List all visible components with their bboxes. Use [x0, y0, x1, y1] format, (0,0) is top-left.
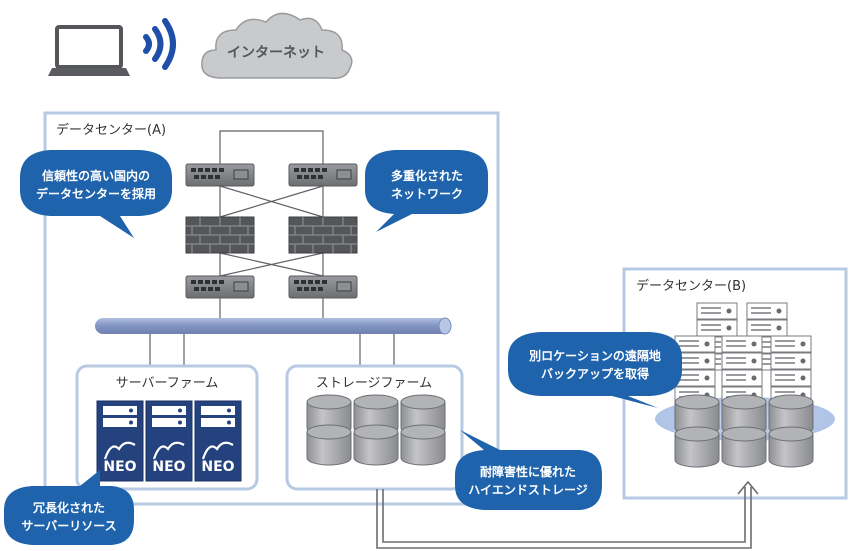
storage-disk-group [306, 394, 446, 466]
server-icon: NEO [193, 399, 243, 483]
disk-icon [306, 424, 352, 466]
disk-icon [768, 394, 814, 436]
rack-server-icon [696, 319, 738, 337]
datacenter-a-title: データセンター(A) [56, 122, 166, 138]
backup-link [376, 480, 759, 549]
backup-server-group [674, 302, 812, 404]
datacenter-a-frame [43, 111, 500, 506]
switch-icon-bottom-right [288, 275, 358, 299]
disk-icon [768, 426, 814, 468]
network-links [149, 130, 395, 366]
callout-text: 別ロケーションの遠隔地 [528, 348, 661, 363]
firewall-icon-right [288, 216, 358, 254]
callout-text: データセンターを採用 [36, 186, 156, 201]
disk-icon [674, 426, 720, 468]
rack-server-icon [721, 352, 763, 370]
disk-icon [721, 394, 767, 436]
network-bus [95, 317, 452, 335]
wifi-icon [143, 18, 176, 70]
switch-icon-bottom-left [185, 275, 255, 299]
server-farm-title: サーバーファーム [116, 376, 219, 391]
disk-icon [721, 426, 767, 468]
laptop-icon [48, 25, 130, 76]
callout-high-end-storage: 耐障害性に優れた ハイエンドストレージ [455, 430, 602, 510]
callout-text: サーバーリソース [21, 519, 116, 533]
callout-redundant-servers: 冗長化された サーバーリソース [4, 470, 134, 545]
disk-icon [674, 394, 720, 436]
callout-text: 耐障害性に優れた [480, 464, 576, 479]
callout-text: 多重化された [391, 168, 463, 183]
backup-disk-group [674, 394, 814, 468]
disk-icon [400, 424, 446, 466]
rack-server-icon [746, 319, 788, 337]
server-icon: NEO [95, 399, 145, 483]
rack-server-icon [770, 335, 812, 353]
rack-server-icon [770, 369, 812, 387]
callout-text: 冗長化された [33, 500, 105, 515]
firewall-icon-left [185, 216, 255, 254]
storage-farm-title: ストレージファーム [316, 376, 432, 391]
rack-server-icon [746, 302, 788, 320]
datacenter-b-title: データセンター(B) [636, 278, 746, 294]
rack-server-icon [721, 335, 763, 353]
internet-label: インターネット [227, 45, 325, 61]
switch-icon-top-right [288, 163, 358, 187]
disk-icon [353, 424, 399, 466]
server-icon: NEO [144, 399, 194, 483]
rack-server-icon [696, 302, 738, 320]
callout-redundant-network: 多重化された ネットワーク [365, 150, 488, 232]
callout-text: ハイエンドストレージ [468, 483, 587, 497]
server-farm: サーバーファーム NEO NEO NEO [75, 364, 259, 491]
internet-cloud: インターネット [201, 12, 353, 80]
callout-text: 信頼性の高い国内の [42, 168, 150, 183]
rack-server-icon [674, 335, 716, 353]
callout-text: バックアップを取得 [541, 366, 649, 381]
server-label: NEO [103, 459, 136, 475]
storage-farm: ストレージファーム [285, 364, 464, 491]
rack-server-icon [721, 369, 763, 387]
callout-trusted-datacenter: 信頼性の高い国内の データセンターを採用 [20, 150, 172, 238]
server-label: NEO [152, 459, 185, 475]
server-label: NEO [201, 459, 234, 475]
callout-text: ネットワーク [391, 187, 463, 201]
switch-icon-top-left [185, 163, 255, 187]
callout-remote-backup: 別ロケーションの遠隔地 バックアップを取得 [508, 332, 682, 408]
rack-server-icon [770, 352, 812, 370]
